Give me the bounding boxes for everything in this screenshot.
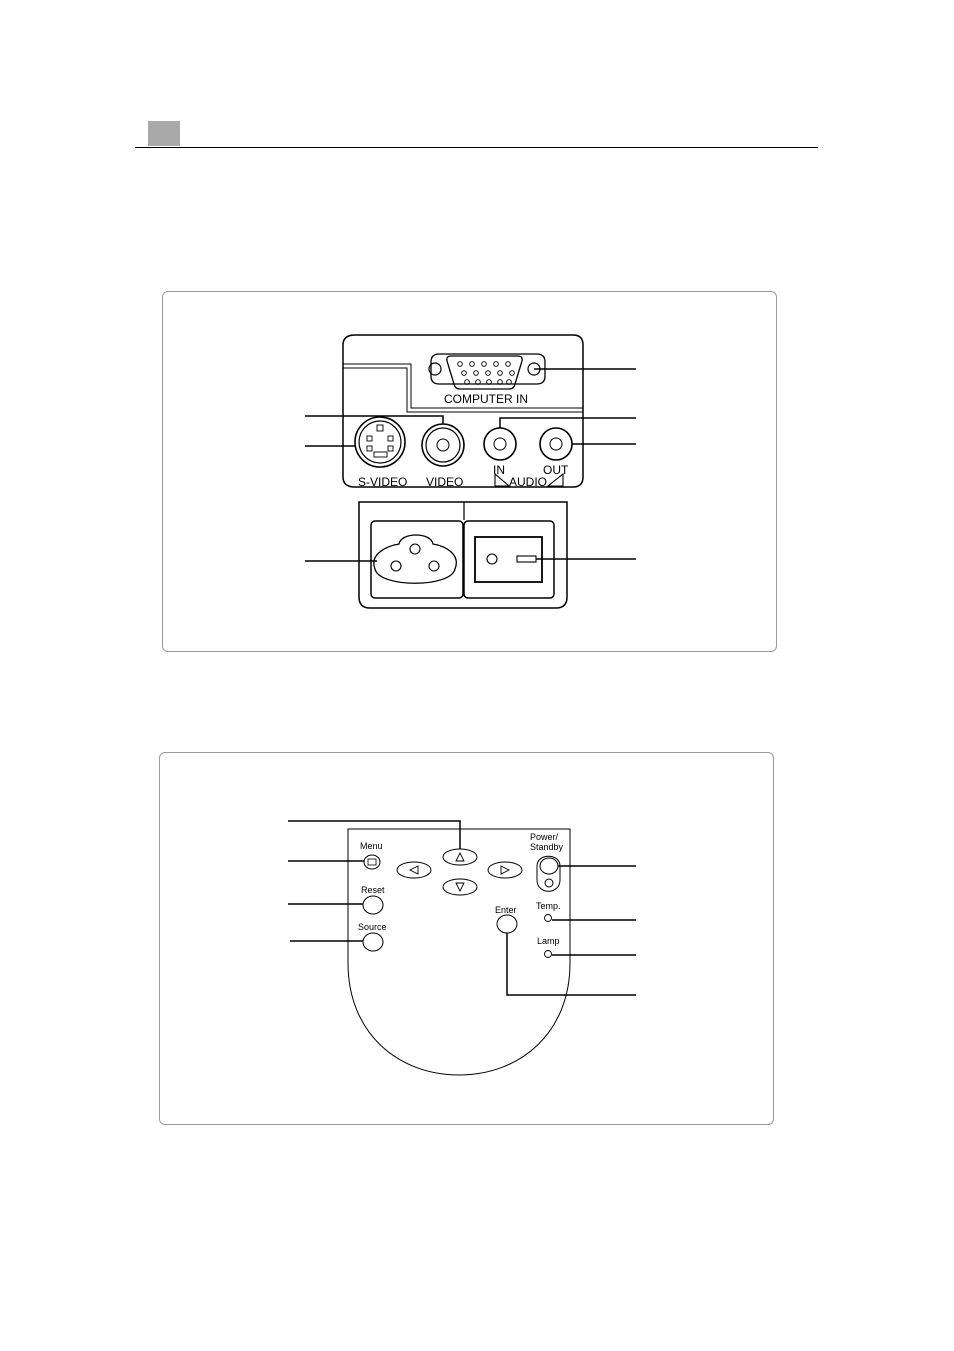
header-tab [148,121,180,146]
right-arrow-button[interactable] [487,861,523,879]
up-arrow-button[interactable] [442,848,478,866]
audio-out-label: OUT [543,463,569,477]
header-rule [135,147,818,148]
enter-label: Enter [495,905,517,915]
lower-housing [358,501,568,609]
vga-connector [428,353,546,390]
keypad-outline [347,828,571,1076]
down-arrow-button[interactable] [442,878,478,896]
reset-button[interactable] [362,895,384,915]
menu-label: Menu [360,841,383,851]
temp-indicator [544,914,552,922]
down-arrow-icon [455,882,465,893]
audio-in-jack [483,427,517,461]
computer-in-label: COMPUTER IN [444,392,528,406]
left-arrow-icon [408,865,419,875]
lamp-indicator [544,950,552,958]
video-label: VIDEO [426,475,463,489]
temp-label: Temp. [536,901,561,911]
up-arrow-icon [455,851,465,862]
power-label-line1: Power/ [530,832,559,842]
audio-in-wedge [494,472,511,487]
menu-button[interactable] [363,854,381,870]
audio-in-label: IN [493,463,505,477]
reset-label: Reset [361,885,385,895]
control-panel-diagram: Menu Reset Source Enter [288,820,636,1076]
enter-button[interactable] [496,914,518,934]
upper-housing [342,334,584,488]
leader-lines [305,368,636,562]
lamp-label: Lamp [537,936,560,946]
control-leader-lines [288,820,636,996]
audio-out-jack [539,427,573,461]
power-standby-button[interactable] [536,855,561,892]
audio-out-wedge [546,472,564,487]
video-jack [421,423,465,467]
s-video-jack [354,416,406,468]
power-inlet [370,520,464,599]
connector-panel: COMPUTER IN S-VIDEO VIDEO [162,291,777,652]
control-panel: Menu Reset Source Enter [159,752,774,1125]
source-label: Source [358,922,387,932]
source-button[interactable] [362,932,384,952]
s-video-label: S-VIDEO [358,475,407,489]
audio-label: AUDIO [509,475,547,489]
connector-diagram: COMPUTER IN S-VIDEO VIDEO [305,334,636,609]
right-arrow-icon [500,865,511,875]
left-arrow-button[interactable] [396,861,432,879]
power-label-line2: Standby [530,842,564,852]
